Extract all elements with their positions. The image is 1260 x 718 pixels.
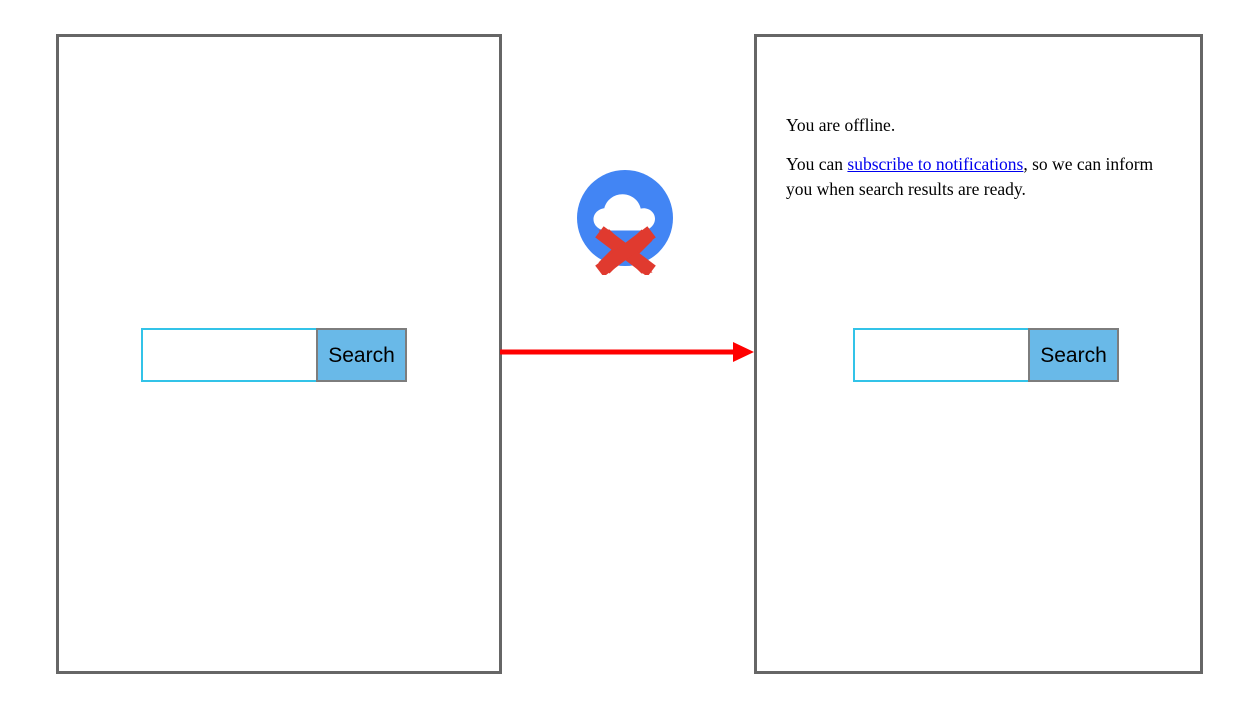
search-widget-before: Search bbox=[141, 328, 407, 382]
before-panel: Search bbox=[56, 34, 502, 674]
search-input[interactable] bbox=[141, 328, 316, 382]
offline-status-text: You are offline. bbox=[786, 115, 896, 135]
search-widget-after: Search bbox=[853, 328, 1119, 382]
search-input[interactable] bbox=[853, 328, 1028, 382]
search-button[interactable]: Search bbox=[1028, 328, 1119, 382]
cloud-offline-badge bbox=[576, 167, 678, 277]
search-button[interactable]: Search bbox=[316, 328, 407, 382]
offline-subscribe-text: You can subscribe to notifications, so w… bbox=[786, 152, 1178, 202]
arrow-right-icon bbox=[500, 342, 754, 362]
transition-arrow bbox=[498, 336, 758, 368]
subscribe-to-notifications-link[interactable]: subscribe to notifications bbox=[847, 153, 1024, 174]
offline-message: You are offline. You can subscribe to no… bbox=[786, 113, 1178, 202]
after-panel: You are offline. You can subscribe to no… bbox=[754, 34, 1203, 674]
offline-subscribe-suffix: , so we can inform you when search resul… bbox=[786, 153, 1154, 199]
offline-subscribe-prefix: You can bbox=[786, 153, 848, 174]
cloud-icon bbox=[593, 194, 655, 231]
cloud-offline-icon bbox=[577, 170, 673, 277]
cross-icon-stroke bbox=[595, 226, 656, 277]
